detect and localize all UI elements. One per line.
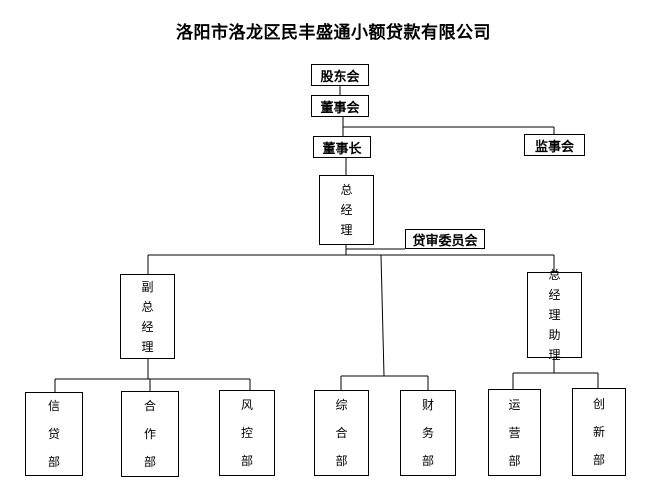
general-manager-node: 总 经 理 bbox=[319, 175, 374, 245]
node-char: 副 bbox=[141, 279, 154, 294]
cooperation-dept-node: 合 作 部 bbox=[121, 391, 179, 477]
node-char: 营 bbox=[508, 425, 521, 440]
node-char: 合 bbox=[335, 426, 348, 440]
operations-dept-node: 运 营 部 bbox=[488, 389, 541, 476]
node-char: 理 bbox=[548, 348, 561, 362]
board-node: 董事会 bbox=[311, 95, 369, 117]
shareholders-node: 股东会 bbox=[311, 64, 369, 86]
supervisors-node: 监事会 bbox=[524, 134, 585, 156]
node-char: 理 bbox=[141, 339, 154, 354]
node-char: 作 bbox=[143, 427, 156, 441]
node-char: 总 bbox=[340, 183, 353, 197]
node-char: 理 bbox=[340, 223, 353, 237]
node-char: 部 bbox=[335, 454, 348, 468]
node-char: 控 bbox=[240, 426, 253, 440]
finance-dept-node: 财 务 部 bbox=[400, 390, 456, 476]
chairman-node: 董事长 bbox=[313, 136, 371, 158]
node-char: 财 bbox=[421, 398, 434, 412]
node-char: 运 bbox=[508, 397, 521, 412]
company-title: 洛阳市洛龙区民丰盛通小额贷款有限公司 bbox=[176, 23, 491, 43]
node-char: 务 bbox=[421, 426, 434, 440]
node-char: 部 bbox=[143, 455, 156, 469]
node-char: 部 bbox=[47, 455, 60, 469]
line-to-center bbox=[380, 254, 385, 377]
node-char: 部 bbox=[421, 454, 434, 468]
node-char: 合 bbox=[143, 399, 156, 413]
node-char: 信 bbox=[47, 399, 60, 413]
node-char: 综 bbox=[335, 398, 348, 412]
loan-committee-node: 贷审委员会 bbox=[405, 229, 485, 249]
assistant-gm-node: 总 经 理 助 理 bbox=[527, 268, 582, 362]
node-char: 总 bbox=[141, 299, 154, 314]
node-char: 理 bbox=[548, 308, 561, 322]
risk-control-dept-node: 风 控 部 bbox=[219, 390, 275, 476]
node-char: 总 bbox=[548, 268, 561, 282]
innovation-dept-node: 创 新 部 bbox=[572, 388, 626, 476]
node-char: 风 bbox=[240, 398, 253, 412]
node-char: 经 bbox=[141, 319, 154, 334]
general-affairs-dept-node: 综 合 部 bbox=[314, 390, 369, 476]
node-char: 创 bbox=[592, 397, 605, 411]
node-char: 贷 bbox=[47, 427, 60, 441]
node-char: 经 bbox=[340, 203, 353, 217]
node-char: 部 bbox=[592, 453, 605, 467]
node-char: 部 bbox=[508, 453, 521, 468]
deputy-gm-node: 副 总 经 理 bbox=[120, 274, 175, 359]
node-char: 新 bbox=[592, 425, 605, 439]
credit-dept-node: 信 贷 部 bbox=[25, 392, 83, 476]
node-char: 经 bbox=[548, 288, 561, 302]
node-char: 部 bbox=[240, 454, 253, 468]
node-char: 助 bbox=[548, 328, 561, 342]
